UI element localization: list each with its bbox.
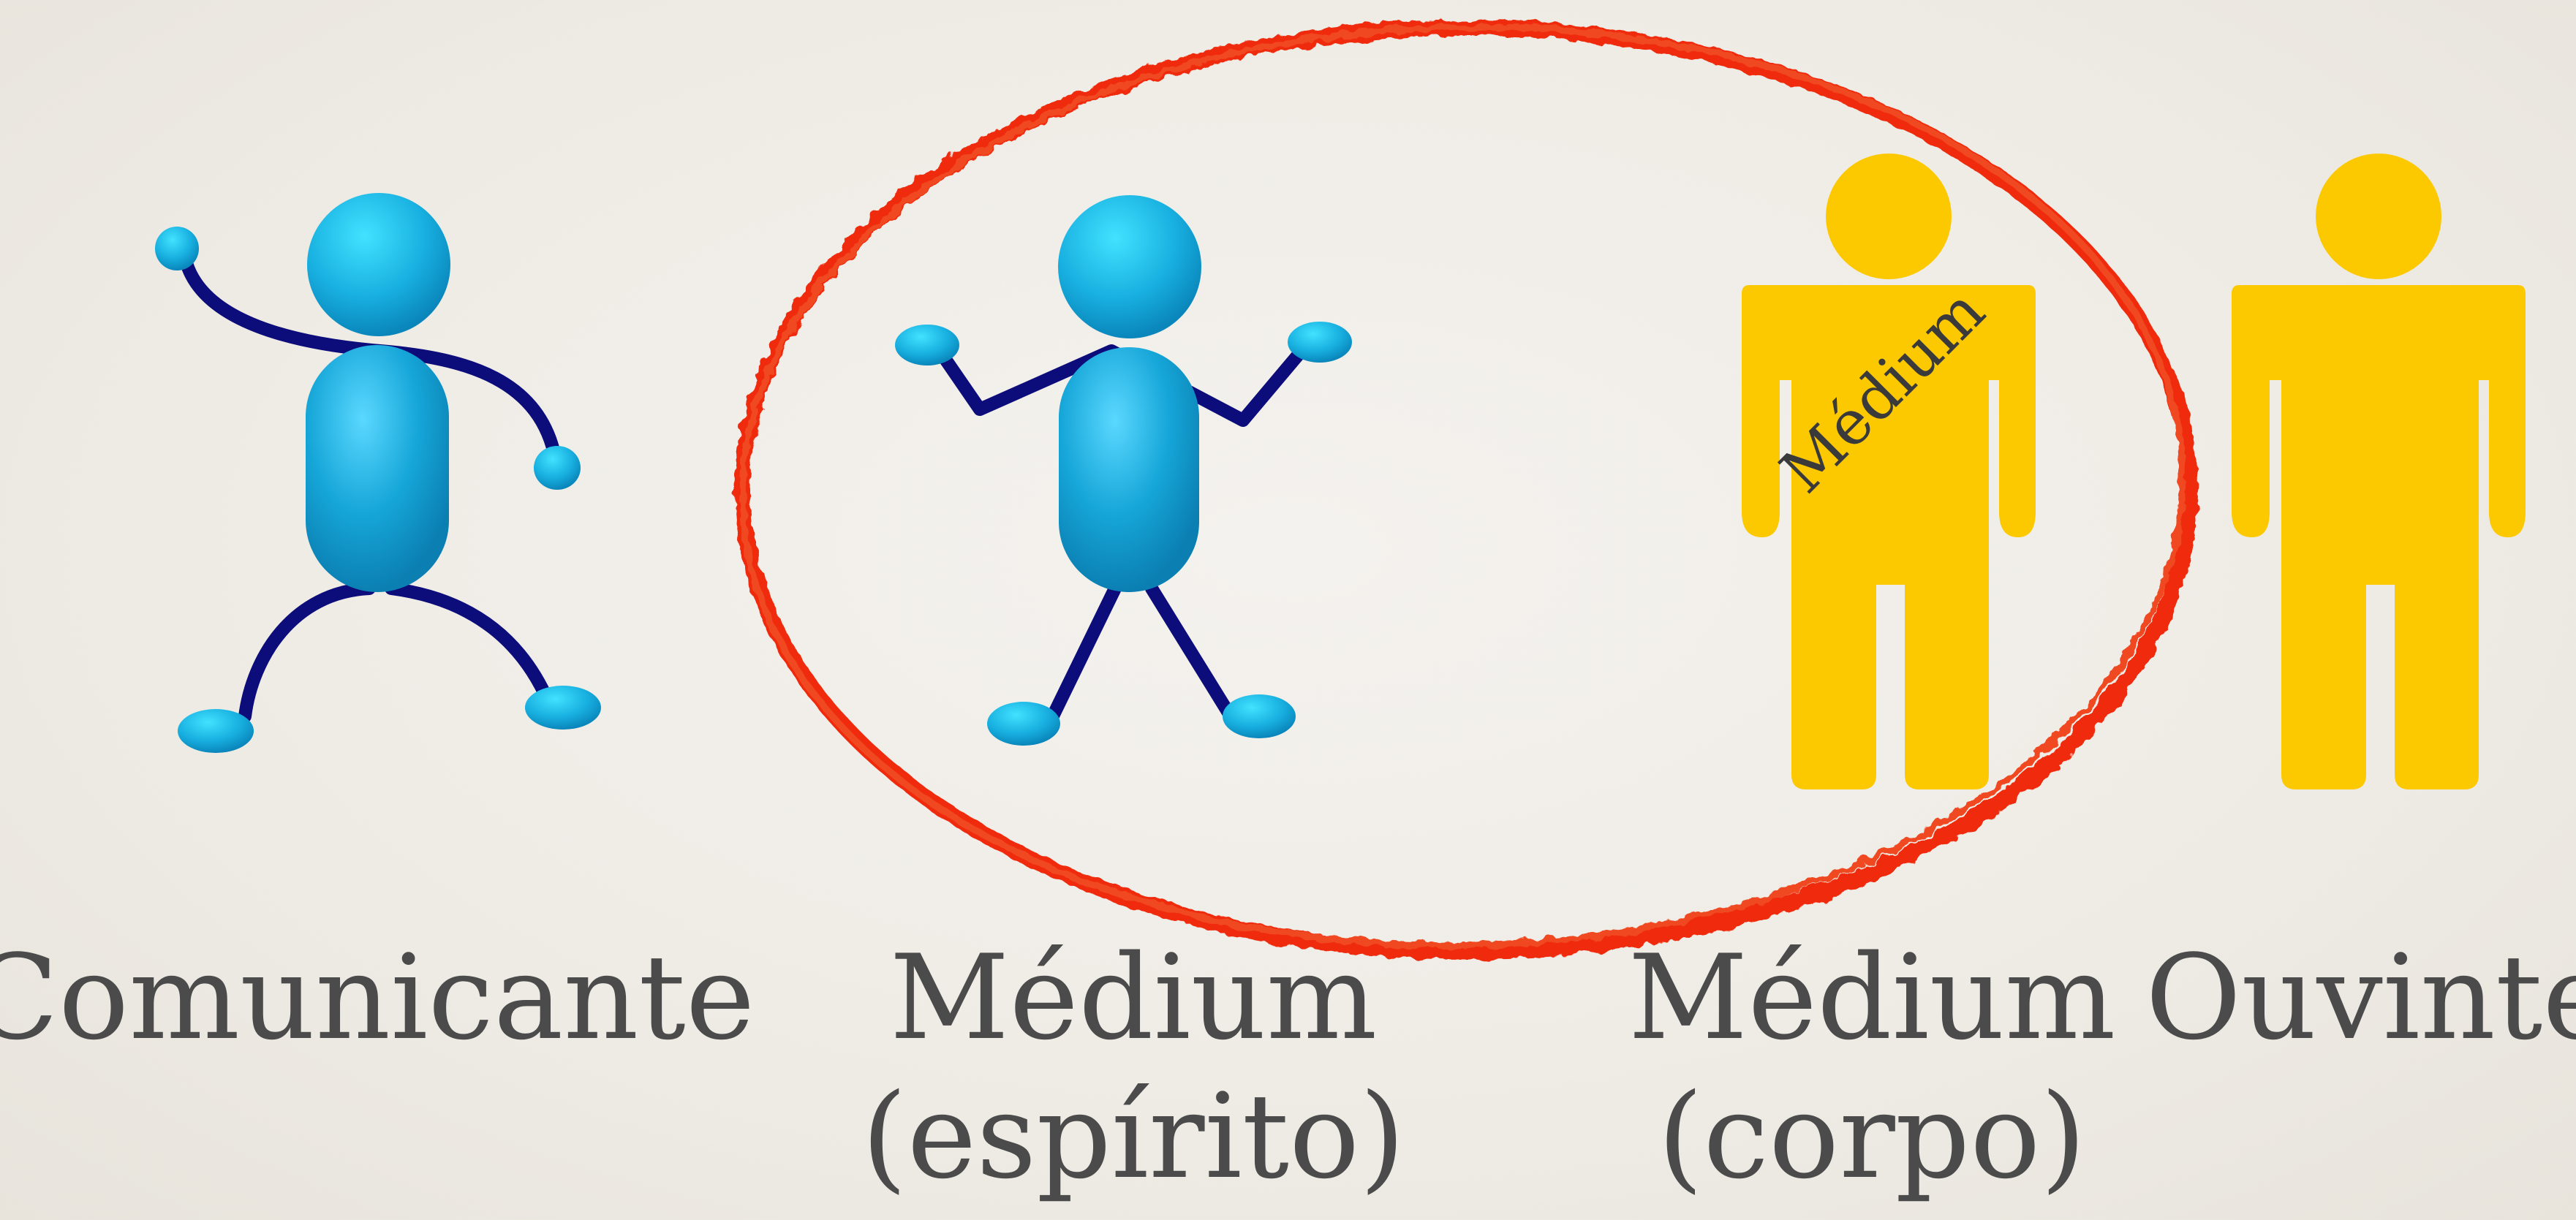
communicator-label: Comunicante [0, 928, 755, 1067]
medium-body-label: Médium (corpo) [1628, 928, 2116, 1206]
listener-label-text: Ouvinte [2145, 929, 2576, 1066]
communicator-figure-icon [155, 193, 601, 753]
listener-label: Ouvinte [2145, 928, 2576, 1067]
medium-spirit-figure-icon [895, 195, 1352, 746]
listener-figure-icon [2232, 154, 2526, 789]
communicator-label-text: Comunicante [0, 929, 755, 1066]
medium-spirit-label-line1: Médium [889, 929, 1378, 1066]
medium-body-label-line2: (corpo) [1657, 1068, 2086, 1205]
medium-spirit-label-line2: (espírito) [861, 1068, 1405, 1205]
medium-body-figure-icon [1742, 154, 2036, 789]
medium-body-label-line1: Médium [1628, 929, 2116, 1066]
medium-spirit-label: Médium (espírito) [861, 928, 1405, 1206]
highlight-circle-icon [734, 20, 2198, 960]
